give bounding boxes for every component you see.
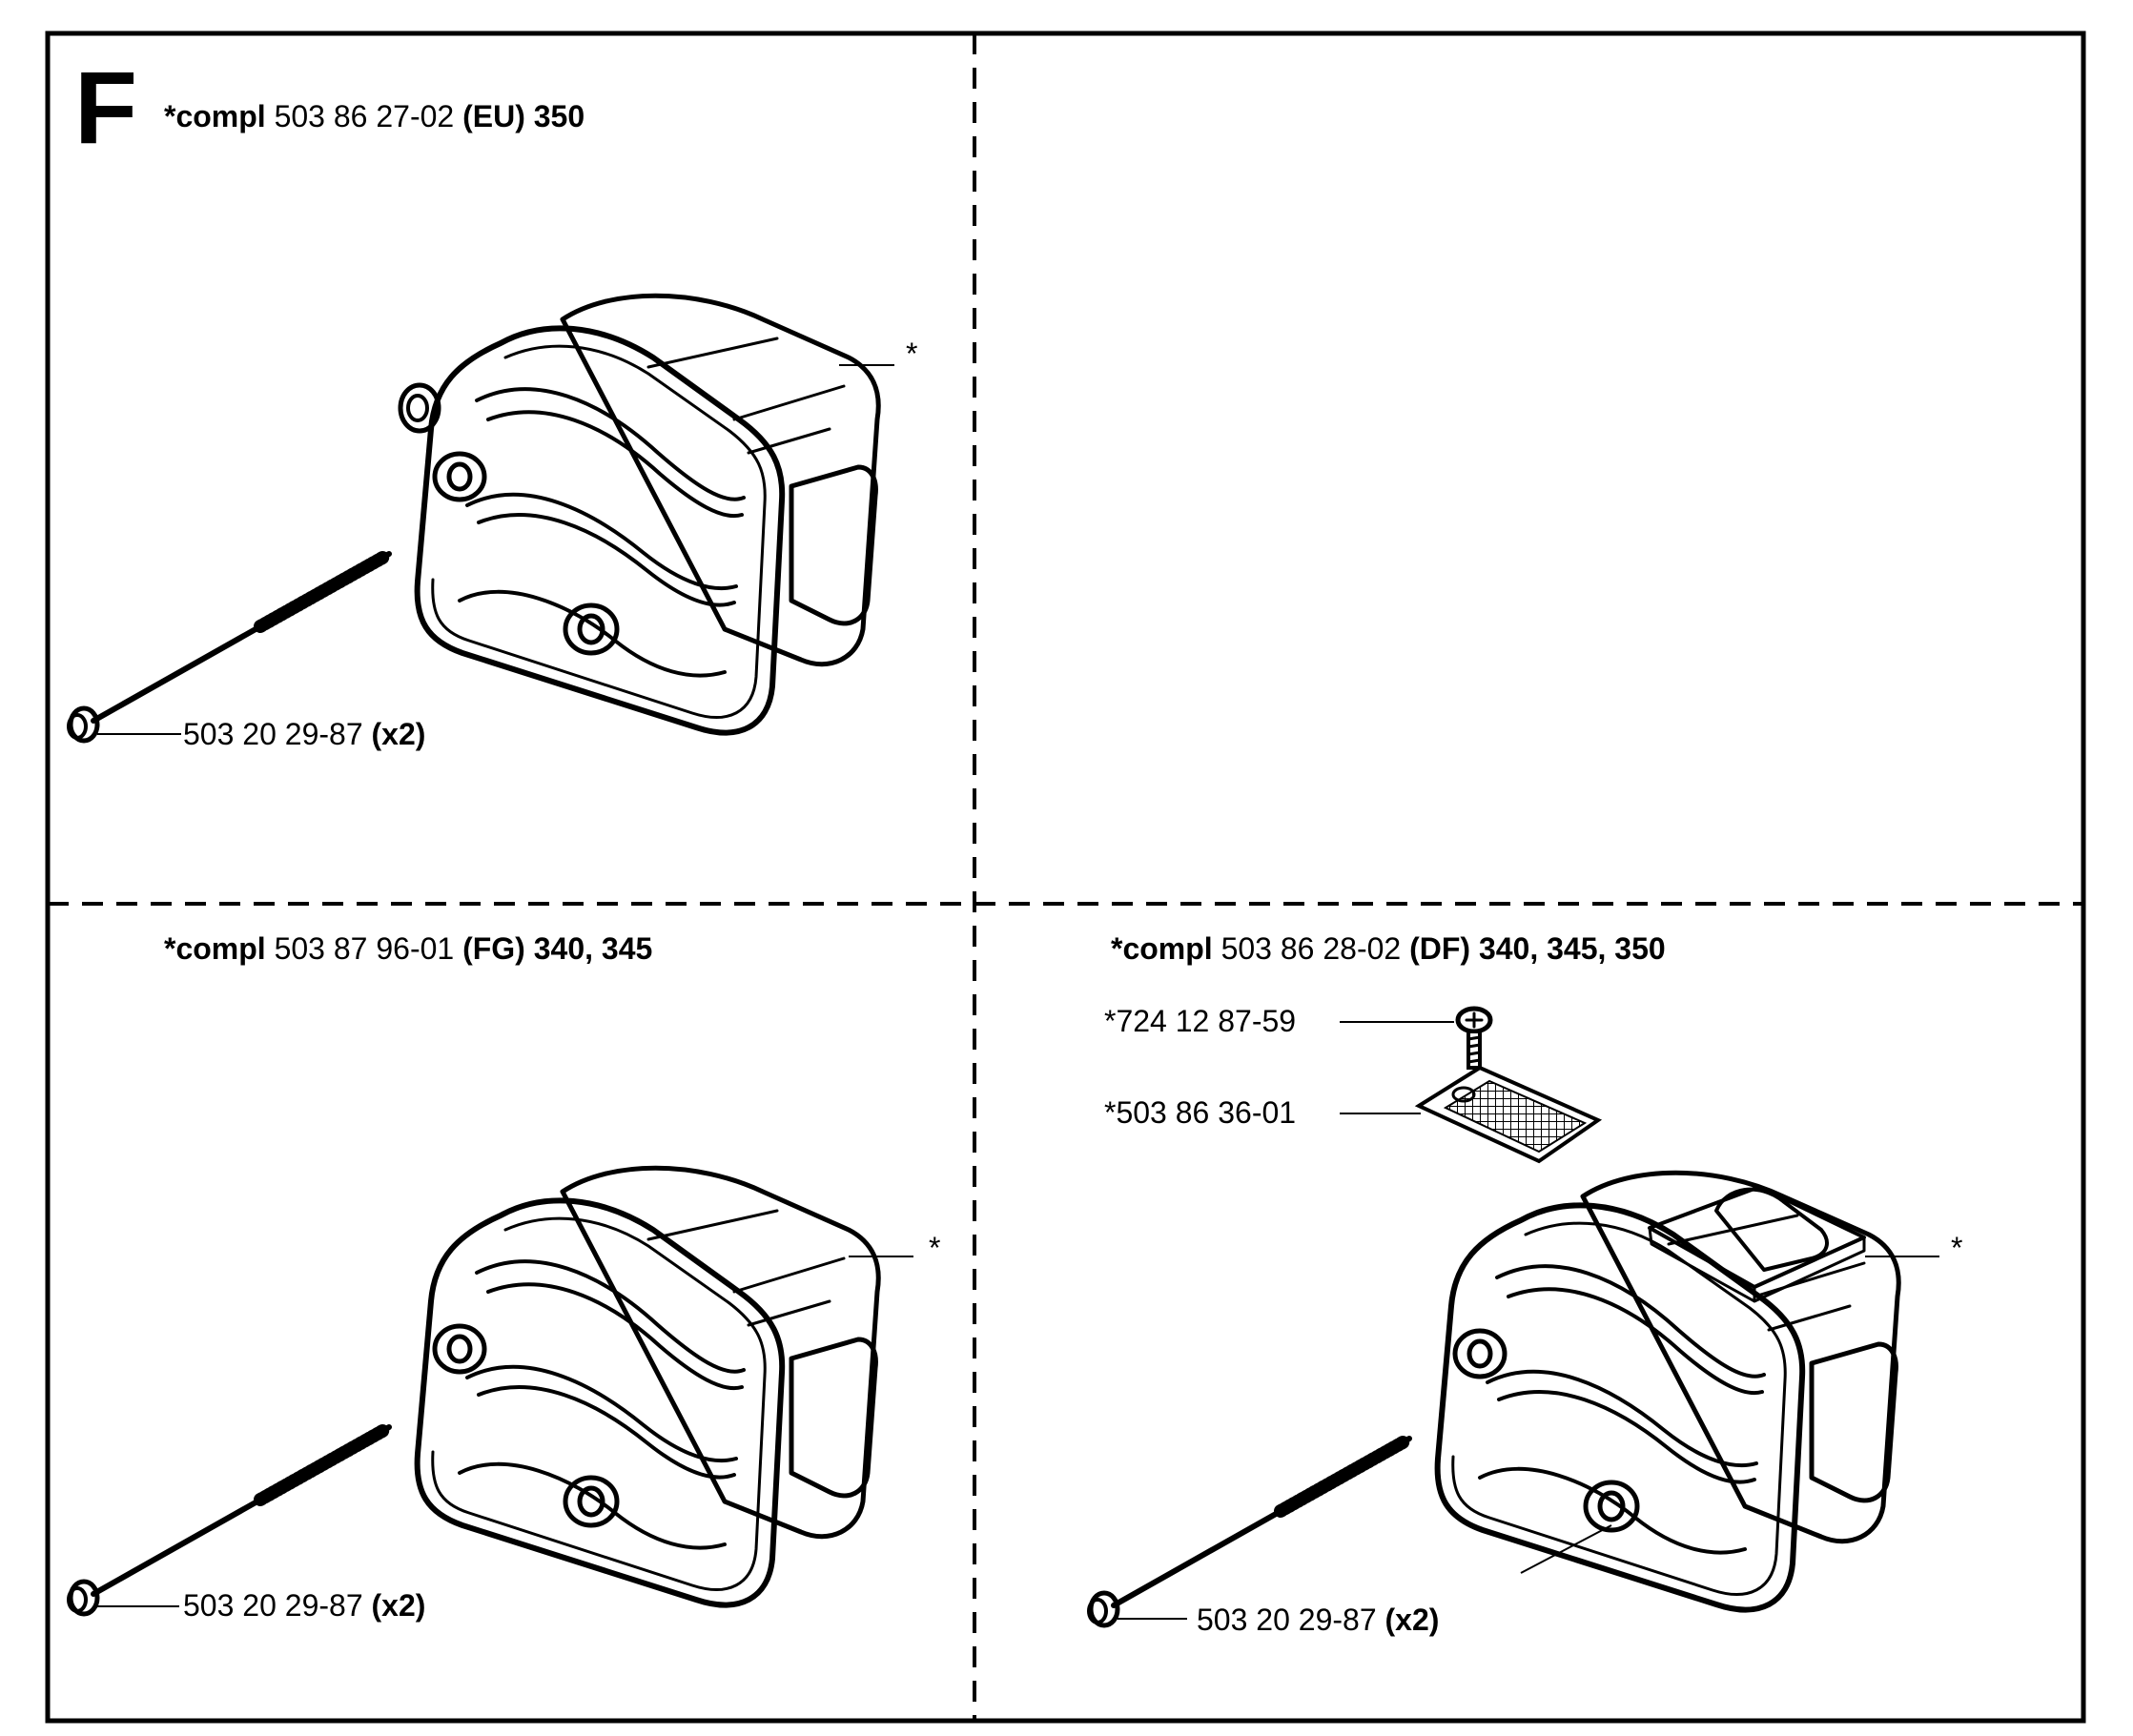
title-models: 340, 345, 350 xyxy=(1479,931,1666,966)
bolt-quantity: (x2) xyxy=(372,717,426,751)
bolt-quantity: (x2) xyxy=(372,1588,426,1623)
panel-top-left: *compl 503 86 27-02 (EU) 350 * 503 20 29… xyxy=(69,99,917,751)
title-compl: compl xyxy=(175,99,265,133)
title-compl: compl xyxy=(175,931,265,966)
muffler-callout: * xyxy=(906,337,917,371)
screw-drawing xyxy=(1455,1006,1493,1070)
title-models: 350 xyxy=(534,99,585,133)
muffler-callout: * xyxy=(1951,1231,1962,1265)
bolt-callout: 503 20 29-87 (x2) xyxy=(1197,1603,1439,1637)
title-variant: (FG) xyxy=(462,931,525,966)
bolt-quantity: (x2) xyxy=(1385,1603,1440,1637)
bolt-part-number: 503 20 29-87 xyxy=(1197,1603,1377,1637)
bolt-drawing xyxy=(69,1427,389,1614)
bolt-drawing xyxy=(1089,1439,1409,1625)
title-star: * xyxy=(164,99,176,133)
title-part-number: 503 86 28-02 xyxy=(1221,931,1402,966)
title-star: * xyxy=(1111,931,1123,966)
muffler-drawing xyxy=(398,296,878,732)
screw-callout: *724 12 87-59 xyxy=(1104,1004,1296,1038)
sheet-frame xyxy=(45,31,2086,1724)
bolt-part-number: 503 20 29-87 xyxy=(183,717,363,751)
assembly-title: *compl 503 87 96-01 (FG) 340, 345 xyxy=(164,931,652,966)
title-part-number: 503 87 96-01 xyxy=(275,931,455,966)
title-compl: compl xyxy=(1122,931,1212,966)
panel-bottom-left: *compl 503 87 96-01 (FG) 340, 345 * 503 … xyxy=(69,931,940,1623)
bolt-part-number: 503 20 29-87 xyxy=(183,1588,363,1623)
assembly-title: *compl 503 86 27-02 (EU) 350 xyxy=(164,99,585,133)
title-star: * xyxy=(164,931,176,966)
spark-screen-drawing xyxy=(1414,1065,1603,1164)
title-variant: (EU) xyxy=(462,99,525,133)
bolt-callout: 503 20 29-87 (x2) xyxy=(183,717,425,751)
title-models: 340, 345 xyxy=(534,931,653,966)
muffler-callout: * xyxy=(929,1231,940,1265)
boss-leader-line xyxy=(1520,1524,1612,1574)
title-part-number: 503 86 27-02 xyxy=(275,99,455,133)
muffler-drawing xyxy=(418,1168,879,1604)
panel-bottom-right: *compl 503 86 28-02 (DF) 340, 345, 350 *… xyxy=(1089,931,1962,1637)
assembly-title: *compl 503 86 28-02 (DF) 340, 345, 350 xyxy=(1111,931,1666,966)
bolt-drawing xyxy=(69,554,389,741)
section-letter: F xyxy=(74,50,137,165)
title-variant: (DF) xyxy=(1409,931,1470,966)
bolt-callout: 503 20 29-87 (x2) xyxy=(183,1588,425,1623)
screen-callout: *503 86 36-01 xyxy=(1104,1095,1296,1130)
muffler-drawing xyxy=(1438,1173,1899,1609)
